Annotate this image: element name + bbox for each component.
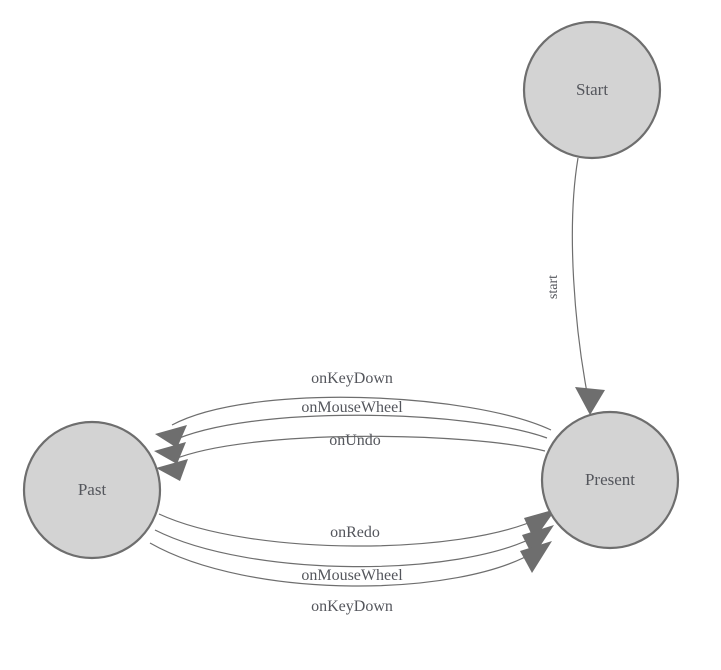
node-start-label: Start <box>576 80 608 99</box>
edge-present-to-past-onmousewheel-path <box>169 414 548 443</box>
arrowhead-present-to-past-onmousewheel <box>154 442 186 464</box>
edge-start-to-present-path <box>571 157 589 399</box>
edge-past-to-present-onredo-path <box>158 513 541 547</box>
node-past-circle <box>22 420 162 560</box>
edge-past-to-present-onredo[interactable]: onRedo <box>158 509 556 547</box>
edge-present-to-past-onkeydown-path <box>171 396 552 431</box>
arrowhead-past-to-present-onkeydown <box>520 541 552 573</box>
node-past-label: Past <box>78 480 107 499</box>
edge-label-past-to-present-onredo: onRedo <box>330 524 380 541</box>
edge-present-to-past-onmousewheel[interactable]: onMouseWheel <box>154 399 548 464</box>
edge-present-to-past-onundo[interactable]: onUndo <box>156 432 546 481</box>
arrowhead-present-to-past-onundo <box>156 459 188 481</box>
arrowhead-present-to-past-onkeydown <box>155 425 187 448</box>
node-present-label: Present <box>585 470 635 489</box>
edge-past-to-present-onkeydown[interactable]: onKeyDown <box>149 541 552 615</box>
edge-label-past-to-present-onkeydown: onKeyDown <box>311 598 393 615</box>
edge-label-present-to-past-onundo: onUndo <box>329 432 381 449</box>
node-start[interactable]: Start <box>522 20 662 160</box>
edge-start-to-present[interactable]: start <box>546 157 605 415</box>
node-start-circle <box>522 20 662 160</box>
edge-label-present-to-past-onmousewheel: onMouseWheel <box>301 399 403 416</box>
edge-past-to-present-onmousewheel-path <box>154 529 539 568</box>
arrowhead-start-to-present <box>575 387 605 415</box>
node-past[interactable]: Past <box>22 420 162 560</box>
edge-label-past-to-present-onmousewheel: onMouseWheel <box>301 567 403 584</box>
edge-present-to-past-onundo-path <box>171 435 546 461</box>
edge-present-to-past-onkeydown[interactable]: onKeyDown <box>155 370 552 448</box>
edge-label-start: start <box>546 275 561 299</box>
edge-label-present-to-past-onkeydown: onKeyDown <box>311 370 393 387</box>
node-present-circle <box>540 410 680 550</box>
edge-past-to-present-onkeydown-path <box>149 542 537 587</box>
node-present[interactable]: Present <box>540 410 680 550</box>
